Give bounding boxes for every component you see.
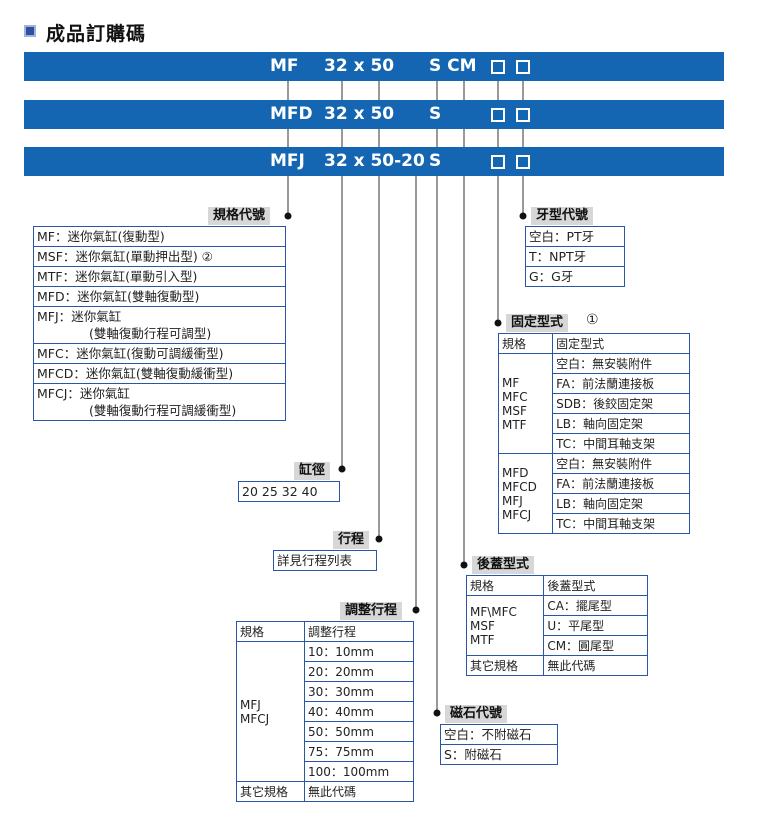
- list-item: S：附磁石: [444, 747, 502, 762]
- model-code: MFJ: [270, 151, 305, 171]
- suffix-code: S: [429, 151, 442, 171]
- table-cell: 50：50mm: [303, 721, 415, 742]
- spec-code-list: MF：迷你氣缸(復動型) MSF：迷你氣缸(單動押出型) ② MTF：迷你氣缸(…: [33, 226, 286, 421]
- table-cell: 10：10mm: [303, 641, 415, 662]
- table-header: 規格: [236, 621, 305, 642]
- list-item: MFCJ：迷你氣缸(雙軸復動行程可調緩衝型): [37, 386, 237, 418]
- bore-label: 缸徑: [294, 462, 331, 480]
- list-item: MTF：迷你氣缸(單動引入型): [34, 267, 285, 287]
- magnet-code-label: 磁石代號: [445, 705, 508, 723]
- placeholder-box-icon: [516, 155, 530, 169]
- adjust-stroke-label: 調整行程: [340, 602, 403, 620]
- list-item: MFCD：迷你氣缸(雙軸復動緩衝型): [34, 364, 285, 384]
- table-cell: 其它規格: [465, 655, 545, 676]
- table-cell: CM：圓尾型: [543, 635, 648, 656]
- table-cell: 空白：無安裝附件: [552, 453, 690, 474]
- table-cell: LB：軸向固定架: [552, 413, 690, 434]
- spec-code-label: 規格代號: [208, 207, 271, 225]
- size-code: 32 x 50: [324, 104, 395, 124]
- size-code: 32 x 50-20: [324, 151, 425, 171]
- list-item: MF：迷你氣缸(復動型): [34, 227, 285, 247]
- list-item: MSF：迷你氣缸(單動押出型) ②: [34, 247, 285, 267]
- table-cell: 100：100mm: [303, 761, 415, 782]
- suffix-code: S CM: [429, 56, 477, 76]
- table-header: 固定型式: [552, 333, 690, 354]
- table-header: 調整行程: [303, 621, 415, 642]
- size-code: 32 x 50: [324, 56, 395, 76]
- thread-code-list: 空白：PT牙 T：NPT牙 G：G牙: [525, 226, 625, 287]
- suffix-code: S: [429, 104, 442, 124]
- table-cell: CA：擺尾型: [543, 595, 648, 616]
- table-cell: 20：20mm: [303, 661, 415, 682]
- code-bar-mfd: MFD 32 x 50 S: [24, 100, 724, 129]
- thread-code-label: 牙型代號: [531, 207, 594, 225]
- table-cell: FA：前法蘭連接板: [552, 473, 690, 494]
- table-header: 規格: [465, 575, 545, 596]
- stroke-box: 詳見行程列表: [273, 550, 377, 571]
- table-cell: SDB：後鉸固定架: [552, 393, 690, 414]
- table-cell: FA：前法蘭連接板: [552, 373, 690, 394]
- code-bar-mf: MF 32 x 50 S CM: [24, 52, 724, 81]
- placeholder-box-icon: [491, 108, 505, 122]
- stroke-label: 行程: [333, 531, 370, 549]
- code-bar-mfj: MFJ 32 x 50-20 S: [24, 147, 724, 176]
- placeholder-box-icon: [516, 108, 530, 122]
- list-item: MFJ：迷你氣缸(雙軸復動行程可調型): [34, 307, 285, 344]
- table-cell: TC：中間耳軸支架: [552, 433, 690, 454]
- table-cell: U：平尾型: [543, 615, 648, 636]
- table-cell: 75：75mm: [303, 741, 415, 762]
- bore-box: 20 25 32 40: [238, 481, 340, 502]
- mount-type-label: 固定型式: [506, 314, 569, 332]
- stroke-values: 詳見行程列表: [277, 553, 353, 568]
- table-header: 規格: [497, 333, 554, 354]
- table-cell: LB：軸向固定架: [552, 493, 690, 514]
- model-code: MFD: [270, 104, 313, 124]
- title-square-icon: [24, 25, 36, 37]
- placeholder-box-icon: [491, 155, 505, 169]
- list-item: G：G牙: [529, 269, 574, 284]
- placeholder-box-icon: [491, 60, 505, 74]
- table-cell: 30：30mm: [303, 681, 415, 702]
- list-item: T：NPT牙: [526, 247, 624, 267]
- table-cell: 其它規格: [236, 781, 305, 802]
- mount-note: ①: [586, 312, 599, 328]
- magnet-code-list: 空白：不附磁石 S：附磁石: [440, 724, 558, 765]
- placeholder-box-icon: [516, 60, 530, 74]
- table-header: 後蓋型式: [543, 575, 648, 596]
- table-cell: TC：中間耳軸支架: [552, 513, 690, 534]
- table-cell: 空白：無安裝附件: [552, 353, 690, 374]
- table-cell: 40：40mm: [303, 701, 415, 722]
- rear-cover-label: 後蓋型式: [472, 556, 535, 574]
- list-item: MFD：迷你氣缸(雙軸復動型): [34, 287, 285, 307]
- list-item: 空白：不附磁石: [441, 725, 557, 745]
- model-code: MF: [270, 56, 299, 76]
- table-cell: 無此代碼: [303, 781, 415, 802]
- page-title: 成品訂購碼: [46, 23, 147, 45]
- list-item: MFC：迷你氣缸(復動可調緩衝型): [34, 344, 285, 364]
- table-cell: 無此代碼: [543, 655, 648, 676]
- list-item: 空白：PT牙: [526, 227, 624, 247]
- bore-values: 20 25 32 40: [242, 484, 318, 499]
